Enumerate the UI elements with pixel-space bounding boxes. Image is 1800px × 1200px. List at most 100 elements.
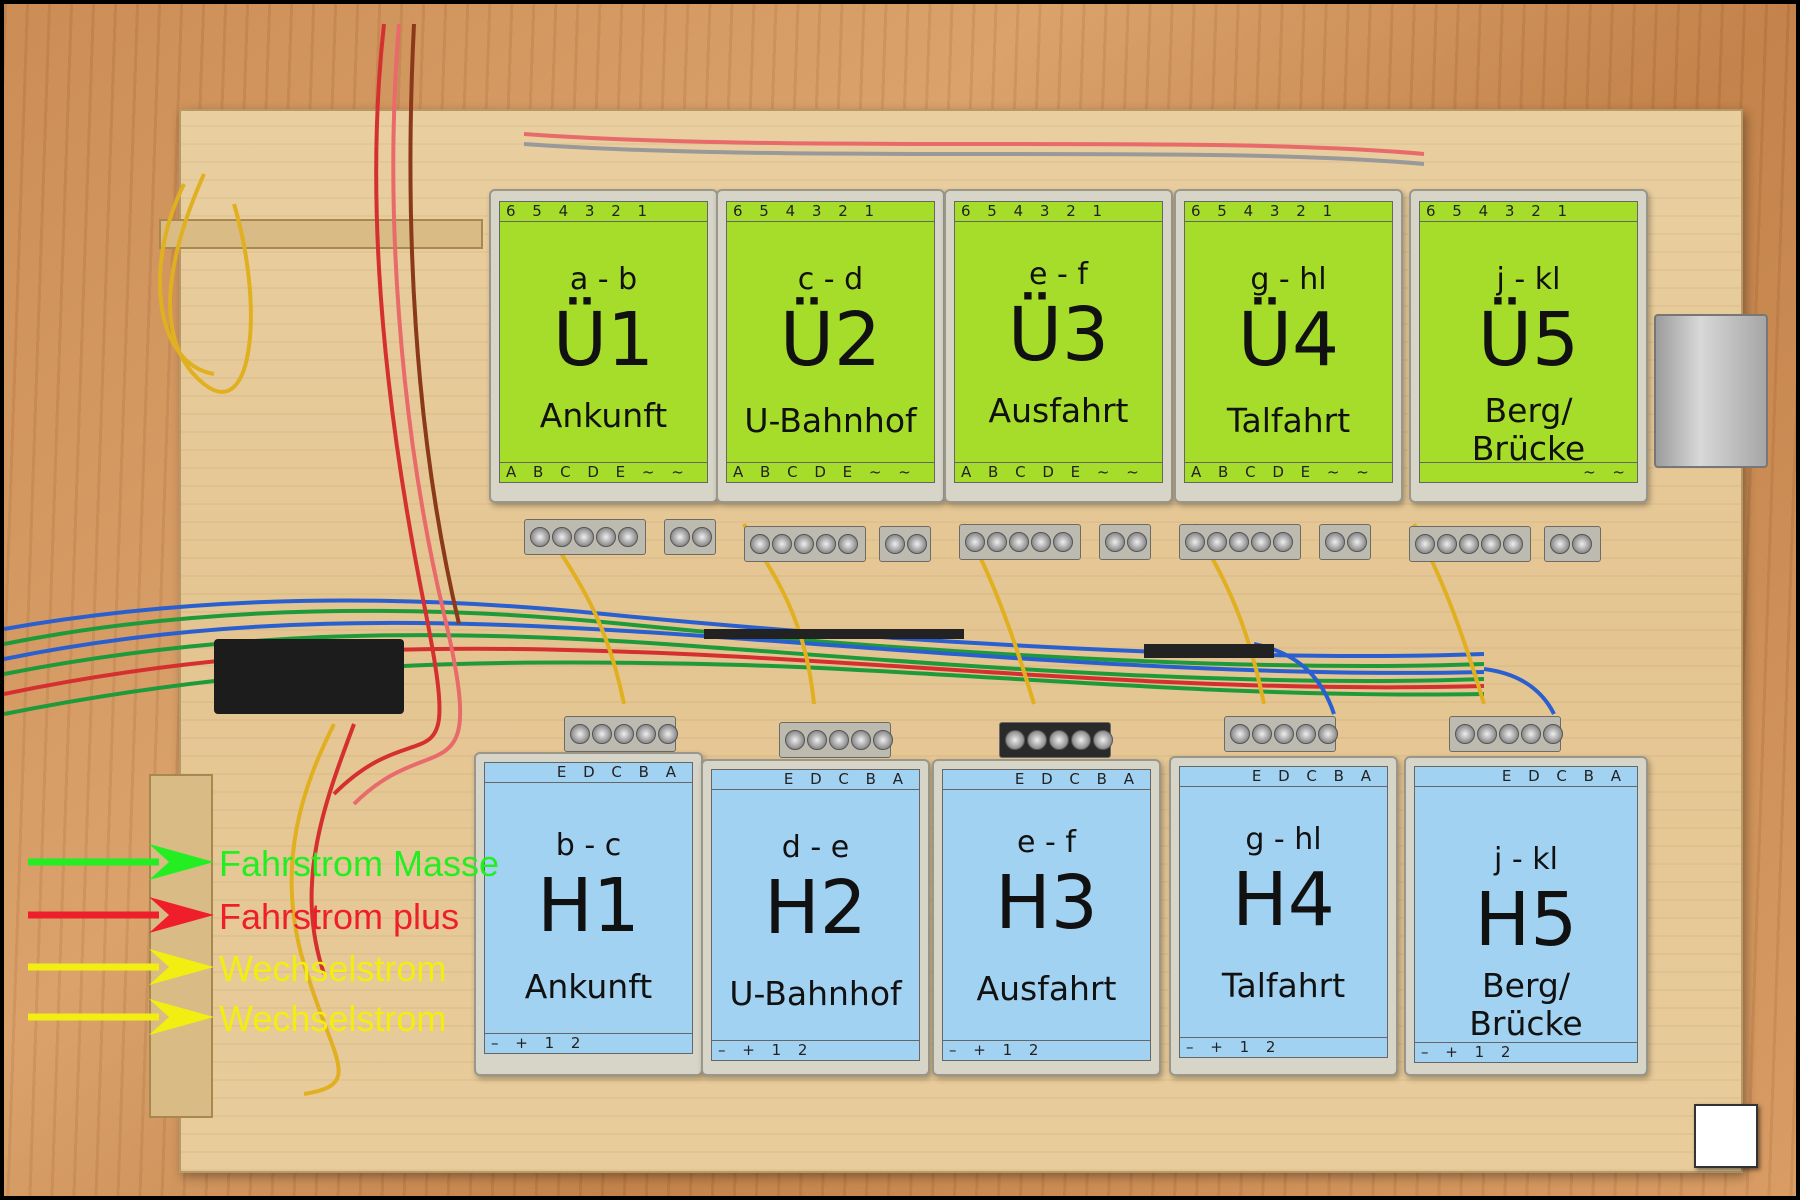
- module-name: U-Bahnhof: [729, 974, 902, 1013]
- screw-icon: [829, 730, 849, 750]
- screw-icon: [785, 730, 805, 750]
- screw-icon: [1207, 532, 1227, 552]
- screw-icon: [596, 527, 616, 547]
- screw-icon: [907, 534, 927, 554]
- screw-icon: [530, 527, 550, 547]
- screw-icon: [658, 724, 678, 744]
- screw-icon: [794, 534, 814, 554]
- module-code: Ü4: [1237, 297, 1340, 383]
- screw-icon: [1481, 534, 1501, 554]
- screw-icon: [1105, 532, 1125, 552]
- module-name: Ankunft: [539, 396, 668, 435]
- screw-icon: [1093, 730, 1113, 750]
- screw-icon: [838, 534, 858, 554]
- screw-icon: [1499, 724, 1519, 744]
- module-code: Ü3: [1007, 292, 1110, 378]
- legend-item-fahrstrom-masse: Fahrstrom Masse: [24, 839, 544, 885]
- screw-icon: [750, 534, 770, 554]
- module-h5: E D C B A j - kl H5 Berg/ Brücke – + 1 2: [1404, 756, 1648, 1076]
- screw-icon: [851, 730, 871, 750]
- screw-icon: [1543, 724, 1563, 744]
- screw-icon: [1347, 532, 1367, 552]
- module-code: H1: [537, 863, 640, 949]
- screw-icon: [1005, 730, 1025, 750]
- track-range: b - c: [555, 828, 622, 863]
- screw-icon: [965, 532, 985, 552]
- pin-row-top: 6 5 4 3 2 1: [500, 202, 707, 222]
- module-label: 6 5 4 3 2 1 g - hl Ü4 Talfahrt A B C D E…: [1184, 201, 1393, 483]
- module-u5: 6 5 4 3 2 1 j - kl Ü5 Berg/ Brücke ~ ~: [1409, 189, 1648, 503]
- module-u3: 6 5 4 3 2 1 e - f Ü3 Ausfahrt A B C D E …: [944, 189, 1173, 503]
- module-label: 6 5 4 3 2 1 a - b Ü1 Ankunft A B C D E ~…: [499, 201, 708, 483]
- pin-row-top: E D C B A: [1415, 767, 1637, 787]
- screw-icon: [1273, 532, 1293, 552]
- screw-icon: [614, 724, 634, 744]
- pin-row-top: 6 5 4 3 2 1: [955, 202, 1162, 222]
- module-u4: 6 5 4 3 2 1 g - hl Ü4 Talfahrt A B C D E…: [1174, 189, 1403, 503]
- screw-icon: [1229, 532, 1249, 552]
- module-label: E D C B A e - f H3 Ausfahrt – + 1 2: [942, 769, 1151, 1061]
- track-range: g - hl: [1245, 822, 1322, 857]
- screw-icon: [772, 534, 792, 554]
- arrow-icon: [28, 949, 214, 985]
- terminal-connector-block: [214, 639, 404, 714]
- legend-label: Fahrstrom plus: [219, 896, 460, 937]
- screw-icon: [1027, 730, 1047, 750]
- track-range: d - e: [781, 830, 850, 865]
- module-code: H5: [1474, 877, 1578, 963]
- screw-icon: [816, 534, 836, 554]
- legend-item-wechselstrom-1: Wechselstrom: [24, 944, 544, 990]
- screw-icon: [1230, 724, 1250, 744]
- legend-item-wechselstrom-2: Wechselstrom: [24, 994, 544, 1040]
- screw-icon: [1185, 532, 1205, 552]
- module-label: E D C B A d - e H2 U-Bahnhof – + 1 2: [711, 769, 920, 1061]
- screw-icon: [618, 527, 638, 547]
- pin-row-top: E D C B A: [1180, 767, 1387, 787]
- legend-item-fahrstrom-plus: Fahrstrom plus: [24, 892, 544, 938]
- module-label: E D C B A b - c H1 Ankunft – + 1 2: [484, 762, 693, 1054]
- module-code: H3: [995, 860, 1098, 946]
- screw-icon: [1296, 724, 1316, 744]
- screw-icon: [1572, 534, 1592, 554]
- terminal-block: [1224, 716, 1338, 752]
- screw-icon: [1127, 532, 1147, 552]
- track-range: j - kl: [1496, 262, 1561, 297]
- screw-icon: [592, 724, 612, 744]
- screw-icon: [1049, 730, 1069, 750]
- screw-icon: [885, 534, 905, 554]
- terminal-block: [1449, 716, 1563, 752]
- pin-row-bottom: A B C D E ~ ~: [955, 462, 1162, 482]
- pin-row-bottom: A B C D E ~ ~: [500, 462, 707, 482]
- screw-icon: [574, 527, 594, 547]
- terminal-block: [664, 519, 716, 555]
- screw-icon: [1325, 532, 1345, 552]
- screw-icon: [1318, 724, 1338, 744]
- module-code: Ü2: [779, 297, 882, 383]
- pin-row-bottom: – + 1 2: [712, 1040, 919, 1060]
- screw-icon: [1503, 534, 1523, 554]
- arrow-icon: [28, 844, 214, 880]
- module-label: 6 5 4 3 2 1 j - kl Ü5 Berg/ Brücke ~ ~: [1419, 201, 1638, 483]
- module-u2: 6 5 4 3 2 1 c - d Ü2 U-Bahnhof A B C D E…: [716, 189, 945, 503]
- screw-icon: [1459, 534, 1479, 554]
- screw-icon: [636, 724, 656, 744]
- module-label: 6 5 4 3 2 1 c - d Ü2 U-Bahnhof A B C D E…: [726, 201, 935, 483]
- wood-strip-left: [149, 774, 213, 1118]
- pin-row-top: 6 5 4 3 2 1: [727, 202, 934, 222]
- module-code: H2: [764, 865, 867, 951]
- screw-icon: [1477, 724, 1497, 744]
- screw-icon: [1521, 724, 1541, 744]
- legend-label: Fahrstrom Masse: [219, 843, 500, 884]
- din-rail-end: [1654, 314, 1768, 468]
- screw-icon: [1251, 532, 1271, 552]
- arrow-icon: [28, 999, 214, 1035]
- module-code: H4: [1232, 857, 1335, 943]
- terminal-block: [779, 722, 893, 758]
- module-name: Ausfahrt: [976, 969, 1117, 1008]
- screw-icon: [873, 730, 893, 750]
- module-code: Ü5: [1477, 297, 1580, 383]
- screw-icon: [552, 527, 572, 547]
- track-range: e - f: [1029, 257, 1088, 292]
- screw-icon: [807, 730, 827, 750]
